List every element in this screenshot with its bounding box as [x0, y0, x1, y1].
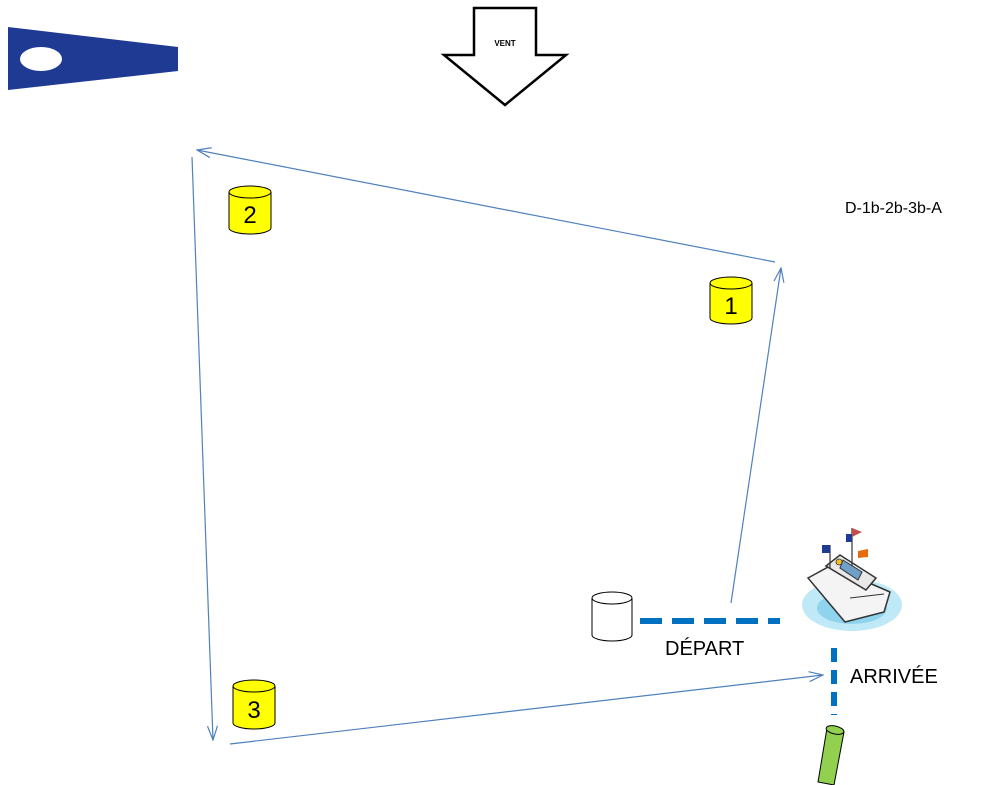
mark-1: 1 [709, 276, 753, 325]
mark-3-number: 3 [247, 697, 260, 724]
course-code: D-1b-2b-3b-A [845, 200, 942, 217]
start-buoy-icon [591, 591, 633, 642]
wind-arrow-icon: VENT [440, 6, 570, 107]
leg-mark-2-to-mark-3 [191, 156, 213, 740]
mark-2-number: 2 [243, 202, 256, 229]
wind-label: VENT [494, 39, 515, 48]
committee-boat-icon [802, 528, 902, 631]
start-label: DÉPART [665, 637, 744, 660]
pennant-flag-icon [8, 27, 178, 90]
mark-3: 3 [232, 679, 276, 730]
finish-buoy-icon [817, 725, 845, 785]
leg-mark-1-to-mark-2 [197, 150, 776, 263]
mark-2: 2 [228, 185, 272, 235]
mark-1-number: 1 [724, 293, 737, 320]
leg-mark-3-to-finish [229, 675, 823, 745]
leg-start-to-mark-1 [730, 268, 781, 604]
course-lines [191, 150, 823, 745]
finish-label: ARRIVÉE [850, 665, 938, 688]
